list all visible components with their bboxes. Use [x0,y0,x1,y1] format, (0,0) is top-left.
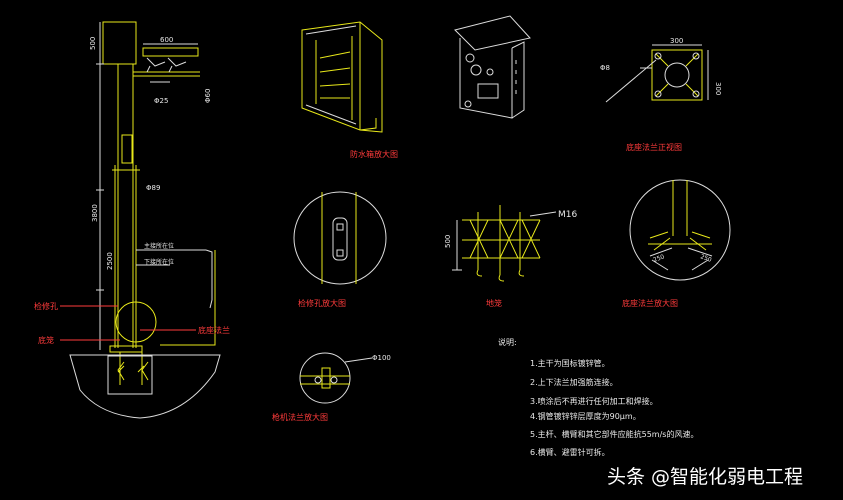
flange-detail-title: 底座法兰放大图 [622,298,678,308]
flange-dim-250-left: 250 [652,253,665,264]
mount-detail-title: 枪机法兰放大图 [272,412,328,422]
dim-2500-text: 2500 [106,252,114,270]
flange-dim-300-top: 300 [670,37,683,45]
cage-title: 地笼 [486,298,502,308]
anchor-cage [452,205,557,282]
flange-front-view [605,44,709,103]
note-item: 6.横臂、避雷针可拆。 [530,447,610,457]
hole-detail [293,191,387,285]
notes-title: 说明: [498,337,517,347]
dim-phi60-text: Φ60 [204,89,212,103]
upper-sign-label: 主接所在位 [144,242,174,250]
dim-phi25-text: Φ25 [154,97,168,105]
flange-dim-300-side: 300 [714,82,722,95]
flange-detail [629,179,731,281]
hole-label: 检修孔 [34,301,58,311]
flange-label: 底座法兰 [198,325,230,335]
cage-dim-500: 500 [444,235,452,248]
watermark-text: 头条 @智能化弱电工程 [607,466,804,488]
base-label: 底笼 [38,335,54,345]
waterproof-box-open [301,21,383,133]
note-item: 5.主杆、横臂和其它部件应能抗55m/s的风速。 [530,429,698,439]
dim-3800-text: 3800 [91,204,99,222]
box-detail-title: 防水箱放大图 [350,149,398,159]
cage-m16-label: M16 [558,210,577,220]
dim-phi89-text: Φ89 [146,184,160,192]
flange-front-title: 底座法兰正视图 [626,142,682,152]
note-item: 1.主干为国标镀锌管。 [530,358,610,368]
mount-detail [299,352,373,404]
notes-block: 说明: 1.主干为国标镀锌管。 2.上下法兰加强筋连接。 3.喷涂后不再进行任何… [498,337,698,457]
dim-600-text: 600 [160,36,173,44]
flange-dim-phi8: Φ8 [600,64,610,72]
flange-dim-250-right: 250 [699,253,712,264]
note-item: 4.钢管镀锌锌层厚度为90μm。 [530,411,641,421]
lower-sign-label: 下接所在位 [144,258,174,266]
mount-dim-phi100: Φ100 [372,354,391,362]
note-item: 2.上下法兰加强筋连接。 [530,377,618,387]
waterproof-box-closed [454,15,531,119]
pole-elevation [60,21,221,419]
dim-500-text: 500 [89,37,97,50]
hole-detail-title: 检修孔放大图 [298,298,346,308]
note-item: 3.喷涂后不再进行任何加工和焊接。 [530,396,658,406]
